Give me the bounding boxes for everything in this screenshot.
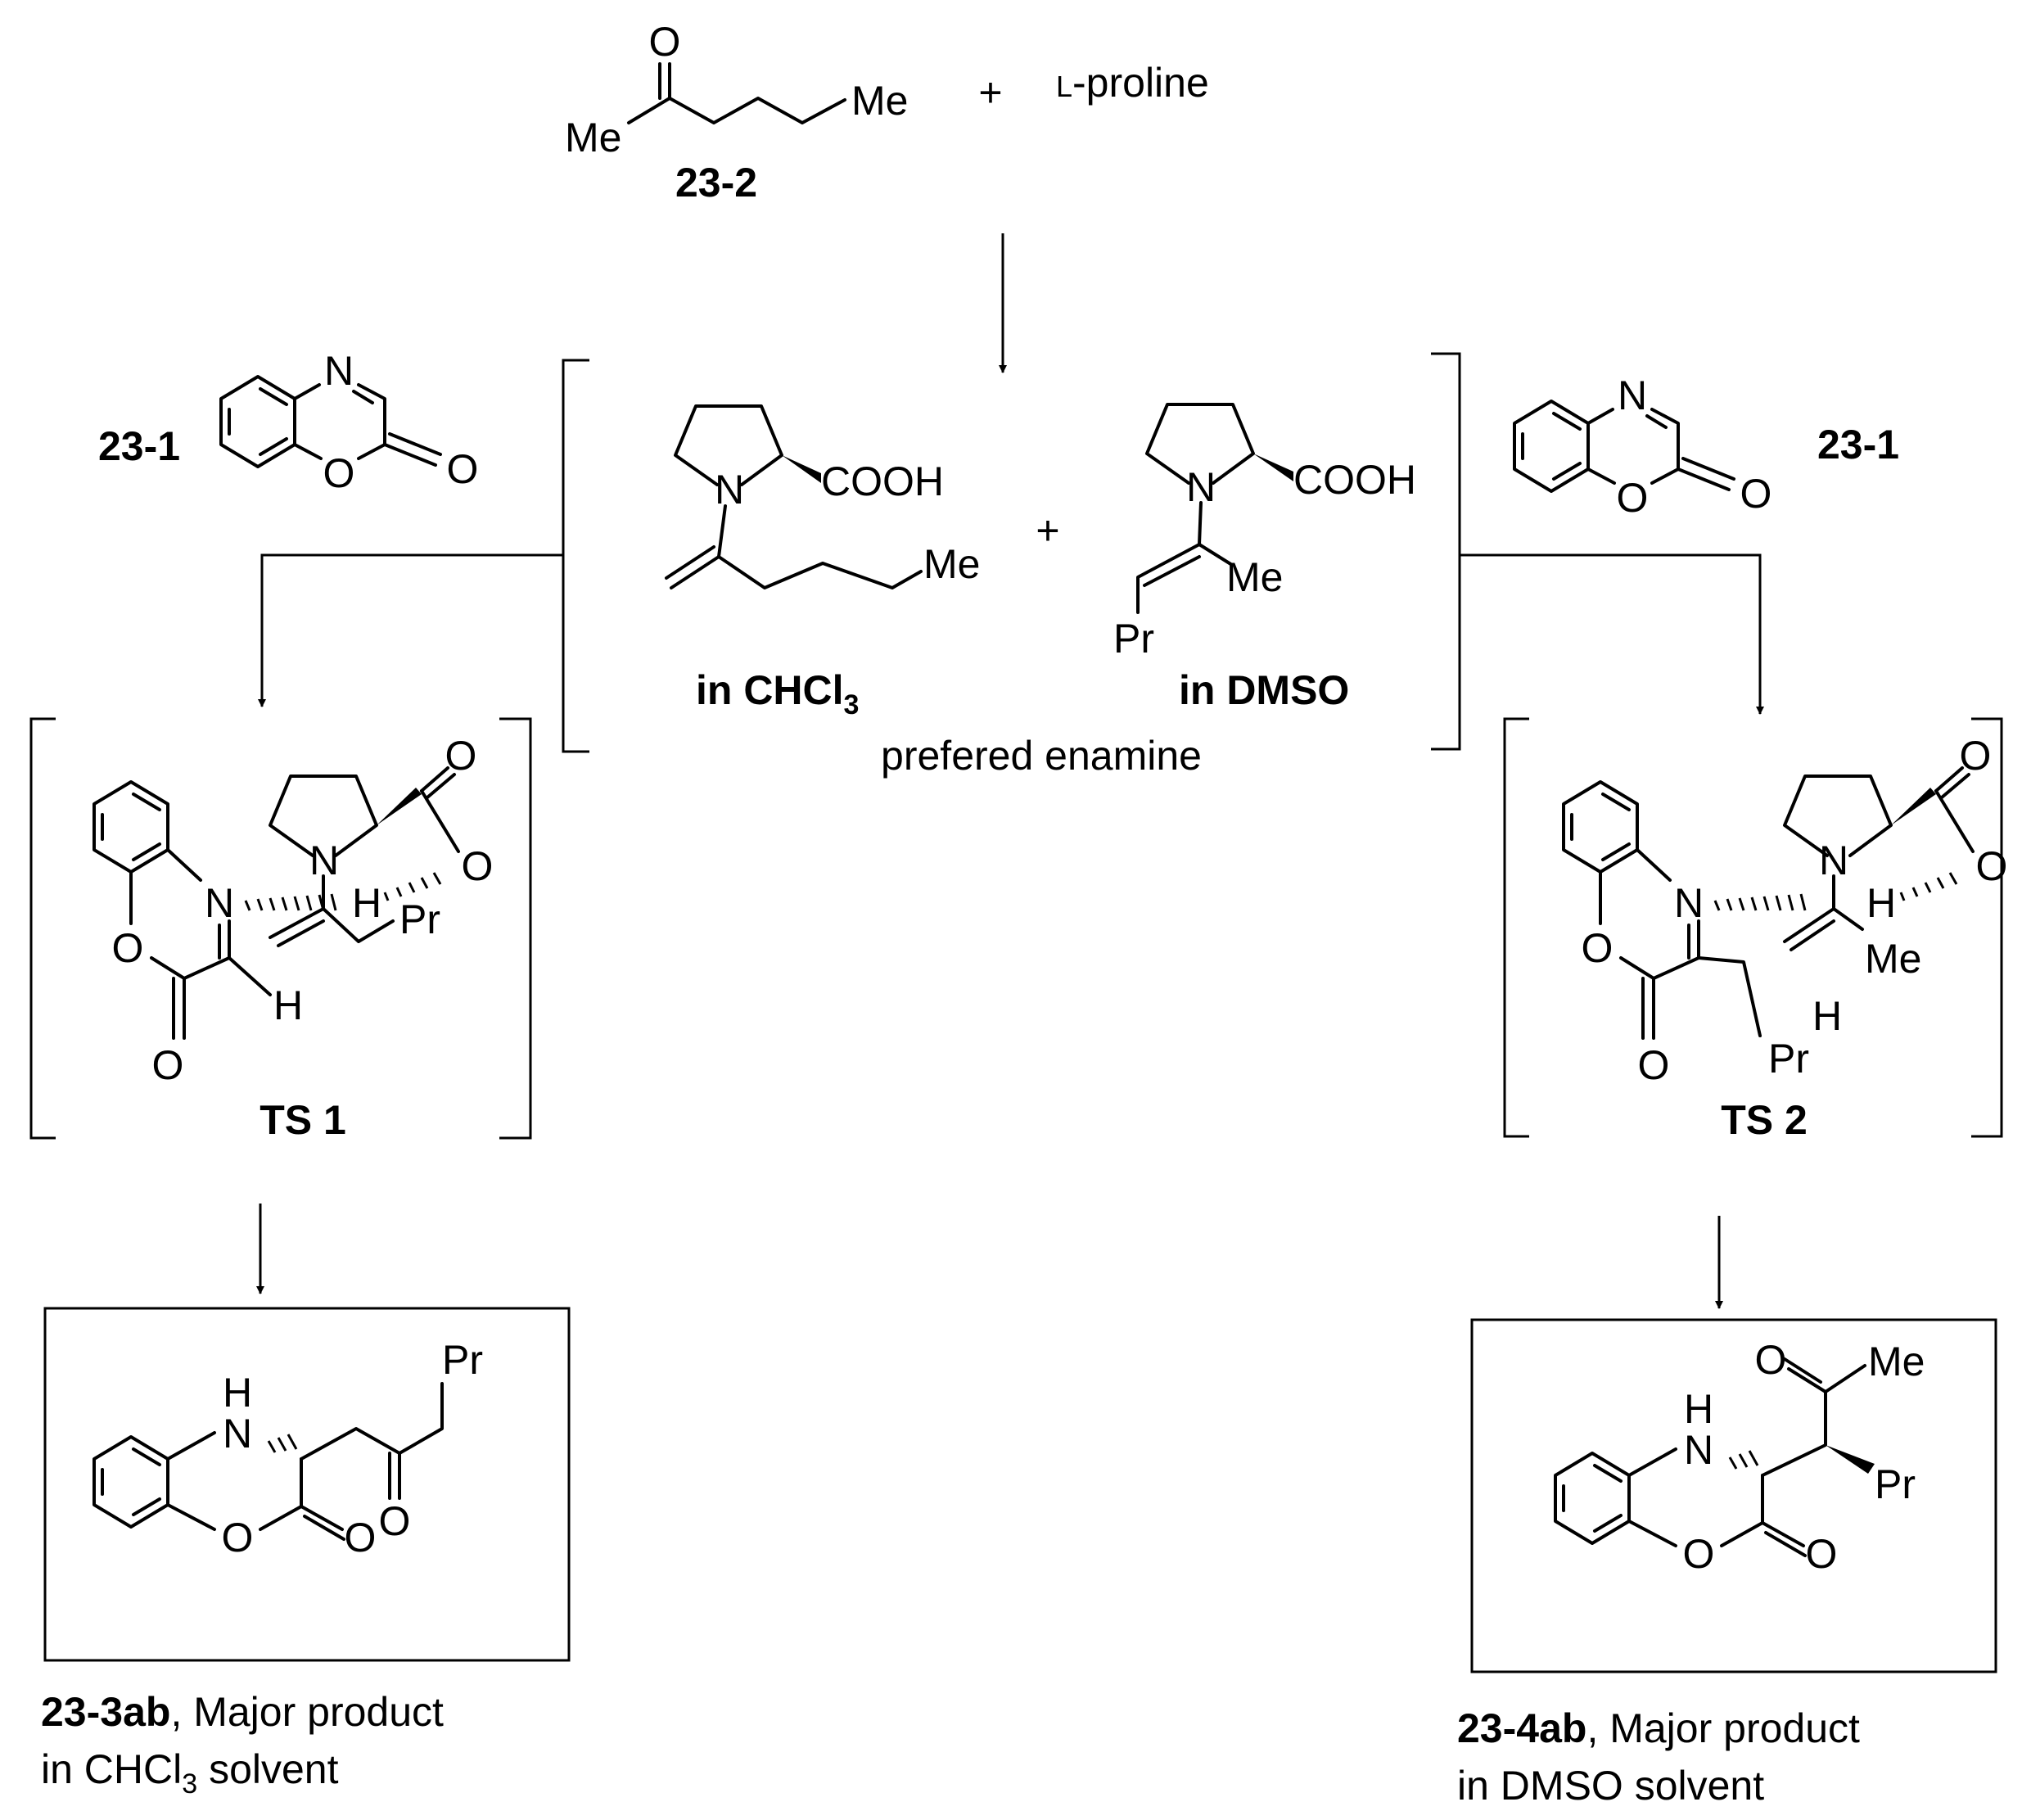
atom-n-ring: N — [205, 880, 234, 926]
atom-o-ring: O — [1617, 475, 1649, 521]
atom-h-bridge: H — [1866, 880, 1896, 926]
atom-n-ring: N — [1674, 880, 1704, 926]
atom-o-acid: O — [1976, 843, 2008, 889]
product-right-caption-line2: in DMSO solvent — [1457, 1763, 1764, 1809]
atom-n-pyrrolidine: N — [1819, 838, 1848, 883]
atom-o-ring: O — [222, 1515, 254, 1560]
atom-o-carbonyl: O — [1740, 471, 1772, 517]
atom-o-ketone: O — [379, 1498, 411, 1544]
compound-label-23-2: 23-2 — [675, 160, 757, 205]
atom-h: H — [273, 982, 303, 1028]
plus-enamines: + — [1036, 508, 1059, 553]
atom-h: H — [1812, 993, 1842, 1039]
atom-o: O — [649, 19, 681, 65]
group-pr: Pr — [399, 896, 440, 942]
atom-o-ring: O — [1683, 1531, 1715, 1577]
atom-nh-h: H — [1684, 1386, 1713, 1432]
compound-label-23-1-right: 23-1 — [1817, 422, 1899, 467]
bracket-right — [1431, 352, 1461, 751]
product-23-3ab: H N O O O Pr — [43, 1307, 571, 1662]
atom-o-carbonyl: O — [345, 1515, 377, 1560]
product-left-caption-line2: in CHCl3 solvent — [41, 1746, 339, 1800]
transition-state-2: N N H O O O O H Me Pr TS 2 — [1503, 717, 2008, 1143]
connector-left — [258, 553, 563, 707]
atom-n: N — [1684, 1427, 1713, 1473]
atom-o-carbonyl: O — [152, 1042, 184, 1088]
group-me: Me — [1865, 936, 1921, 982]
enamine-dmso: N COOH Me Pr in DMSO — [1113, 403, 1416, 713]
solvent-label-chcl3: in CHCl3 — [696, 667, 859, 720]
group-pr: Pr — [1113, 616, 1154, 662]
compound-label-23-1-left: 23-1 — [98, 423, 180, 469]
ts2-label: TS 2 — [1721, 1097, 1808, 1143]
group-pr: Pr — [442, 1337, 483, 1383]
atom-h-bridge: H — [352, 880, 381, 926]
group-me: Me — [923, 541, 980, 587]
atom-o-ring: O — [323, 450, 355, 496]
group-pr: Pr — [1768, 1036, 1809, 1082]
reagent-proline: L-proline — [1056, 60, 1209, 106]
product-left-caption-line1: 23-3ab, Major product — [41, 1689, 444, 1735]
compound-23-1-left: 23-1 N O O — [98, 348, 478, 496]
group-cooh: COOH — [821, 458, 944, 504]
atom-n: N — [1618, 373, 1647, 418]
atom-o-acid: O — [462, 843, 494, 889]
group-me: Me — [1868, 1339, 1925, 1384]
group-pr: Pr — [1875, 1461, 1916, 1507]
compound-23-2: O Me Me 23-2 — [565, 19, 908, 205]
atom-o-carbonyl: O — [1806, 1531, 1838, 1577]
group-cooh: COOH — [1293, 457, 1416, 503]
atom-o-carbonyl: O — [447, 446, 479, 492]
atom-n: N — [223, 1411, 252, 1456]
solvent-label-dmso: in DMSO — [1179, 667, 1349, 713]
product-23-4ab: H N O O O Me Pr — [1470, 1318, 1997, 1673]
atom-o-acid-top: O — [445, 733, 477, 779]
atom-me-right: Me — [851, 78, 908, 124]
plus-sign: + — [978, 70, 1002, 115]
compound-23-1-right: 23-1 N O O — [1513, 373, 1899, 521]
atom-o-carbonyl: O — [1638, 1042, 1670, 1088]
product-right-caption-line1: 23-4ab, Major product — [1457, 1705, 1860, 1751]
atom-o-ring: O — [1582, 925, 1614, 971]
atom-o-ketone: O — [1755, 1337, 1787, 1383]
atom-n: N — [1186, 464, 1216, 510]
atom-n: N — [715, 467, 744, 513]
atom-o-ring: O — [112, 925, 144, 971]
atom-n: N — [324, 348, 354, 394]
enamine-chcl3: N COOH Me in CHCl3 — [665, 404, 980, 720]
caption-prefered-enamine: prefered enamine — [881, 733, 1202, 779]
ts1-label: TS 1 — [260, 1097, 346, 1143]
group-me: Me — [1226, 554, 1283, 600]
atom-nh-h: H — [223, 1370, 252, 1416]
bracket-left — [562, 359, 589, 753]
transition-state-1: N N H O O O O H Pr TS 1 — [29, 717, 532, 1143]
atom-me-left: Me — [565, 115, 621, 160]
connector-right — [1460, 553, 1764, 715]
atom-o-acid-top: O — [1960, 733, 1992, 779]
atom-n-pyrrolidine: N — [309, 838, 339, 883]
